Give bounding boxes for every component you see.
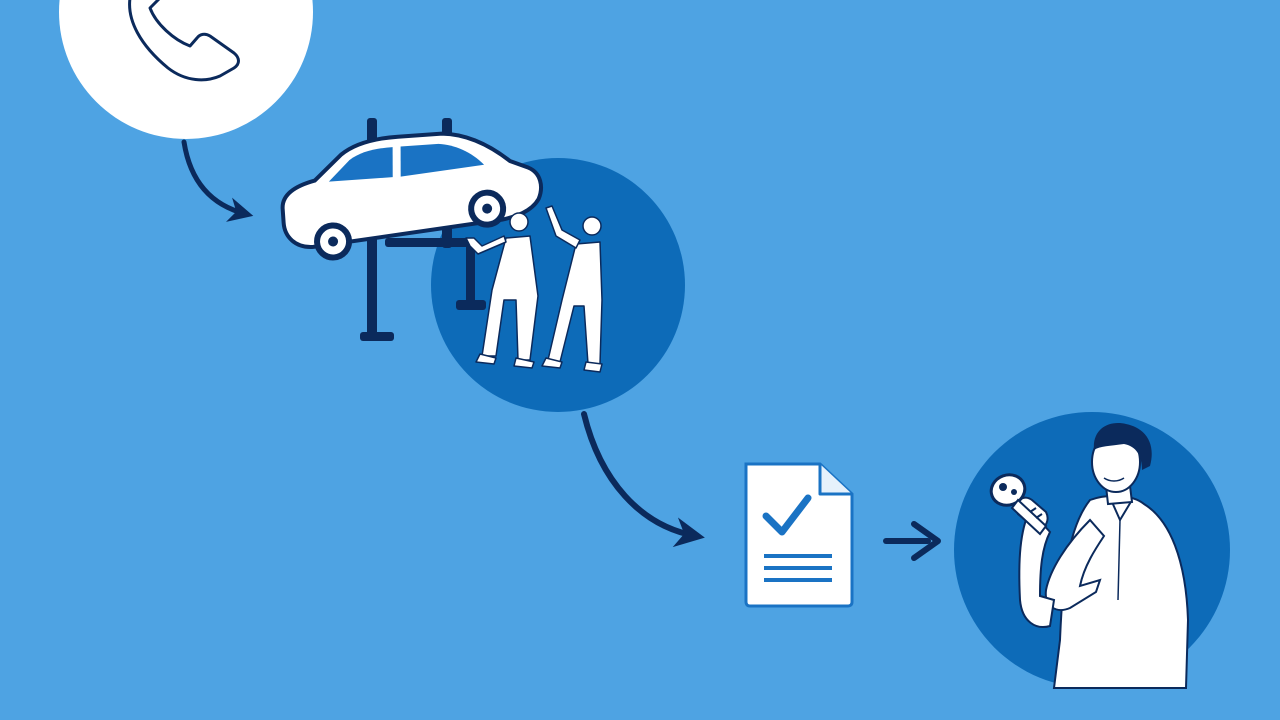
car-icon — [280, 131, 543, 261]
checked-document-icon — [744, 462, 854, 608]
car-key-icon — [989, 473, 1048, 536]
call-circle — [59, 0, 313, 139]
step-handover — [954, 412, 1230, 689]
connector-documentation-to-handover — [883, 521, 941, 561]
person-with-car-key-icon — [989, 423, 1190, 689]
mechanics-icon — [465, 205, 603, 373]
connector-call-to-service — [181, 139, 254, 222]
step-service — [280, 118, 685, 412]
step-call — [59, 0, 313, 139]
connector-service-to-documentation — [581, 411, 705, 548]
step-documentation — [744, 462, 854, 608]
phone-icon — [128, 0, 240, 82]
